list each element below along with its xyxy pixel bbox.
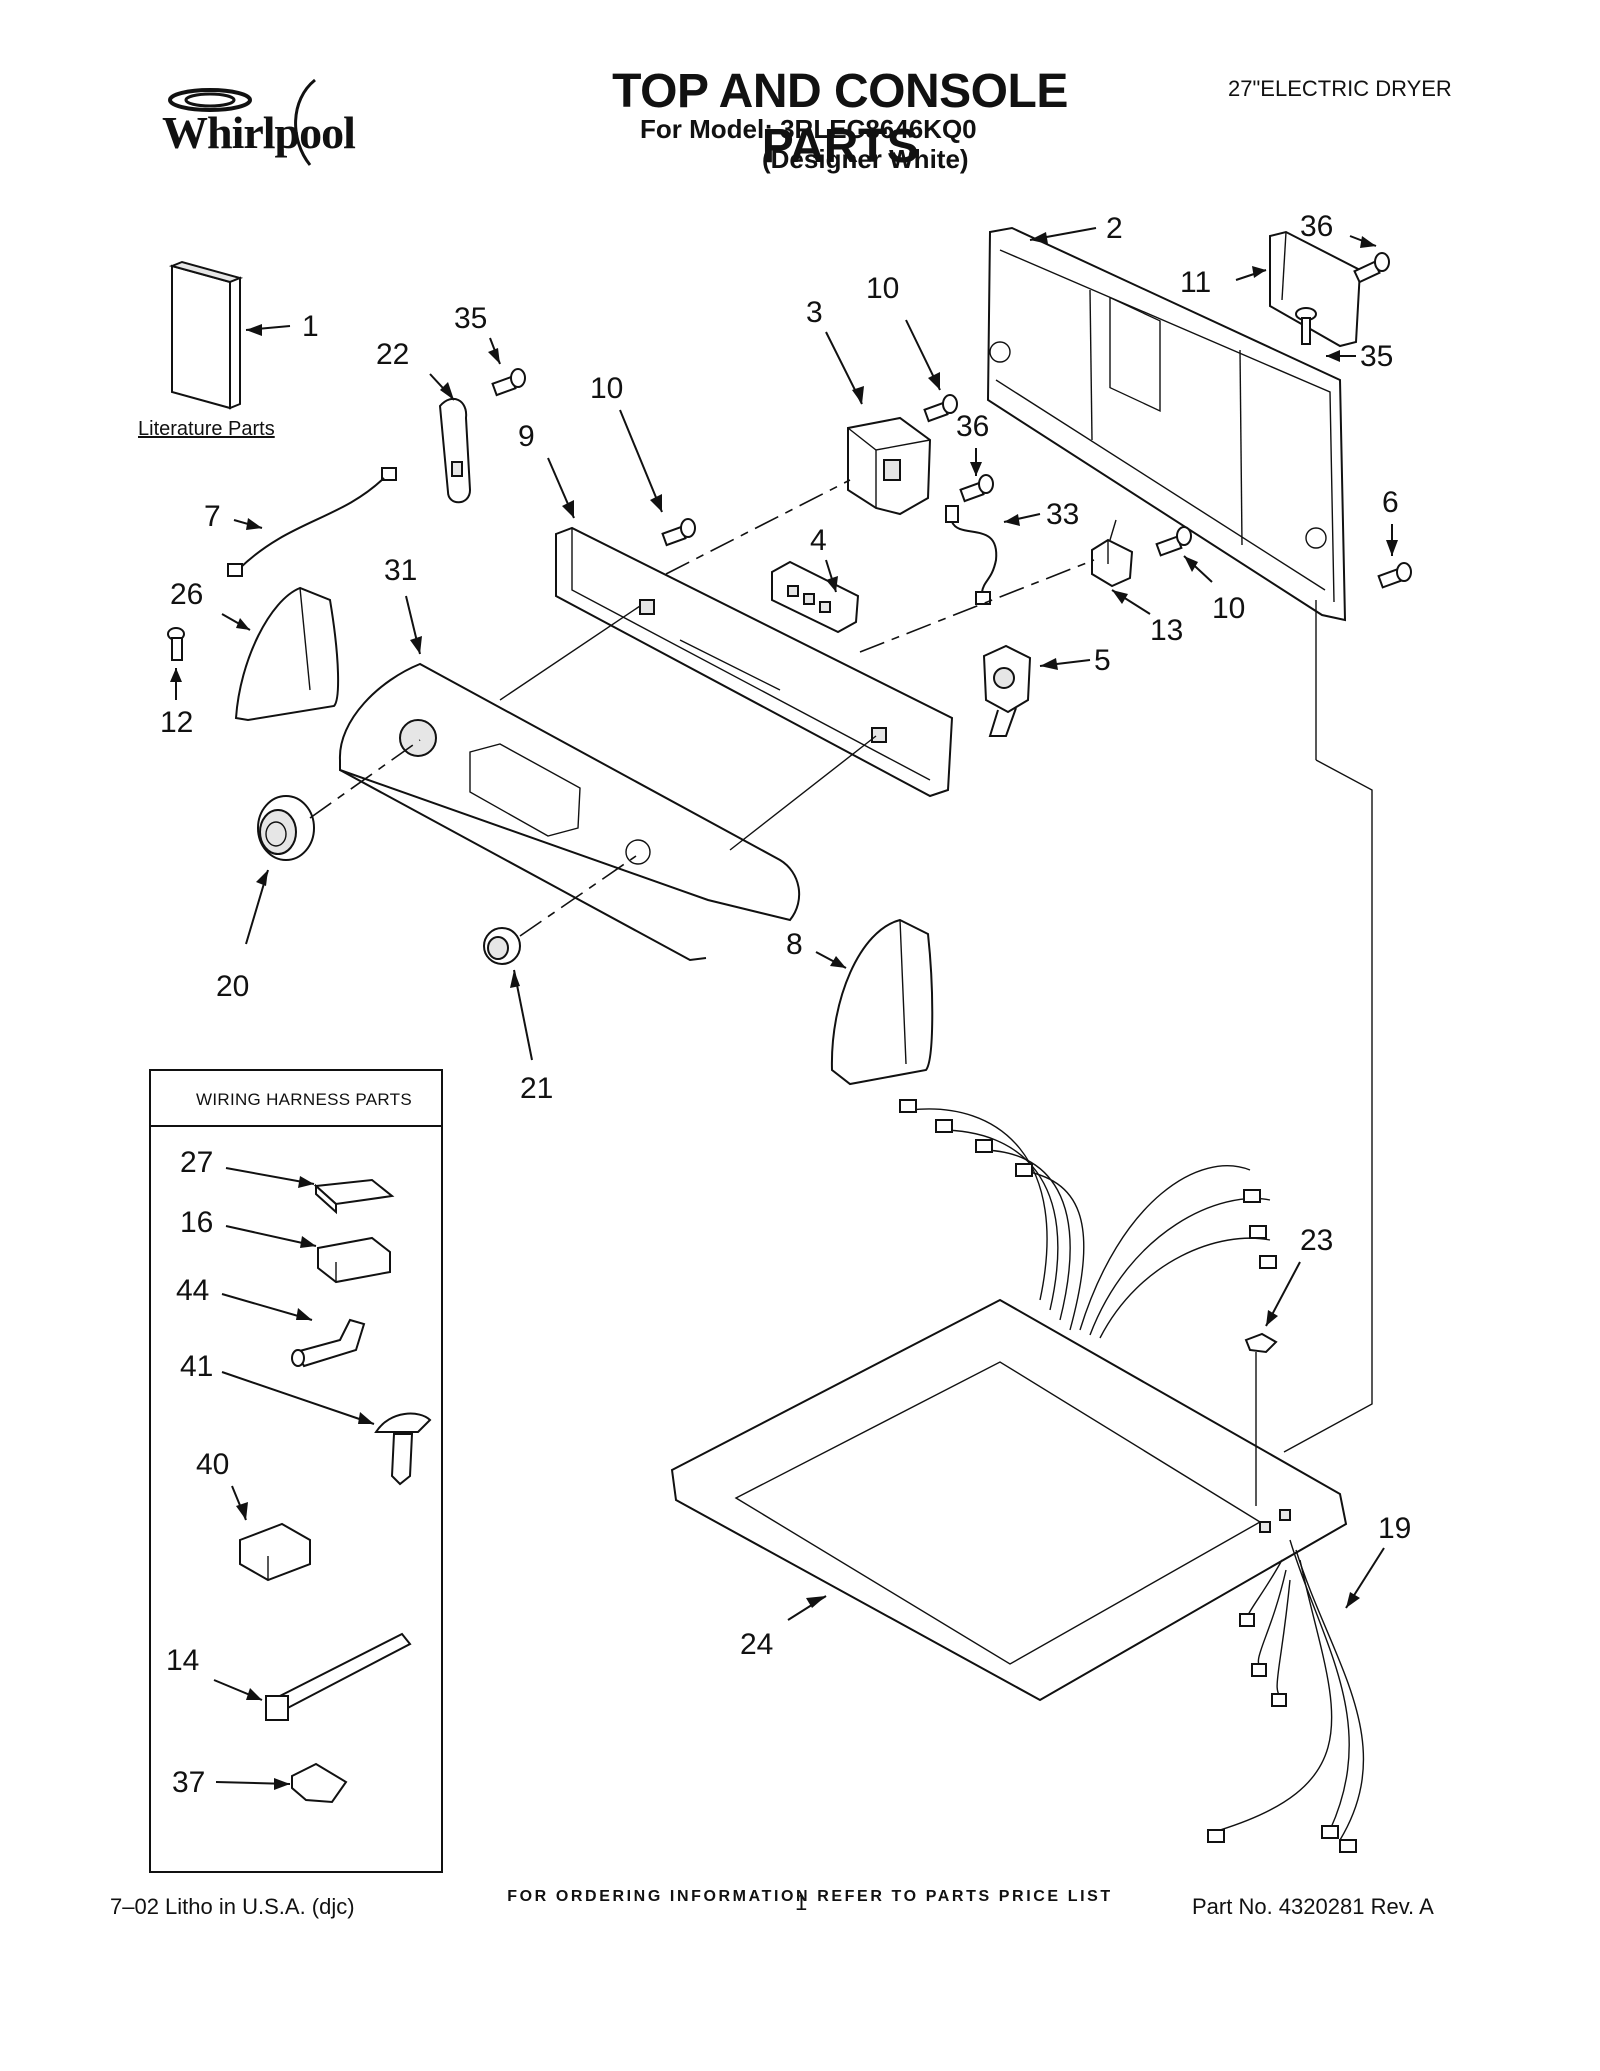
part-push-clip-41[interactable]: [374, 1412, 432, 1486]
part-harness-wires-lower[interactable]: [1207, 1539, 1365, 1853]
page-number: 1: [795, 1890, 808, 1915]
part-bracket-11[interactable]: [1269, 230, 1362, 348]
callout-19: 19: [1378, 1512, 1411, 1545]
callout-36-right: 36: [1300, 210, 1333, 243]
brand-name: Whirlpool: [162, 107, 356, 158]
callout-23: 23: [1300, 1224, 1333, 1257]
callout-4: 4: [810, 524, 827, 557]
callout-41: 41: [180, 1350, 213, 1383]
callout-24: 24: [740, 1628, 773, 1661]
part-bracket-22[interactable]: [438, 397, 472, 504]
wiring-harness-box: [149, 1069, 443, 1873]
callout-8: 8: [786, 928, 803, 961]
part-switch[interactable]: [847, 416, 932, 516]
part-screw-10-right[interactable]: [1155, 526, 1192, 557]
callout-12: 12: [160, 706, 193, 739]
part-console-panel-31[interactable]: [338, 662, 800, 962]
callout-20: 20: [216, 970, 249, 1003]
callout-9: 9: [518, 420, 535, 453]
callout-3: 3: [806, 296, 823, 329]
callout-14: 14: [166, 1644, 199, 1677]
part-connector-27[interactable]: [313, 1178, 395, 1215]
part-screw-6[interactable]: [1377, 562, 1412, 589]
part-literature-booklet[interactable]: [168, 260, 244, 410]
whirlpool-logo: Whirlpool: [140, 70, 390, 170]
assembly-lines: [309, 479, 1373, 1506]
part-end-cap-26[interactable]: [234, 586, 340, 722]
part-module-4[interactable]: [771, 560, 860, 634]
part-screw-12[interactable]: [167, 627, 185, 661]
part-terminal-44[interactable]: [291, 1318, 366, 1368]
callout-10-left: 10: [590, 372, 623, 405]
part-number: Part No. 4320281 Rev. A: [1192, 1894, 1434, 1919]
part-wire-7[interactable]: [227, 467, 397, 577]
part-screw-35-right[interactable]: [1295, 307, 1317, 345]
part-screw-10-left[interactable]: [661, 518, 696, 547]
wiring-box-title: WIRING HARNESS PARTS: [196, 1090, 413, 1109]
callout-6: 6: [1382, 486, 1399, 519]
litho-note: 7–02 Litho in U.S.A. (djc): [110, 1894, 355, 1919]
callout-37: 37: [172, 1766, 205, 1799]
callout-10-top: 10: [866, 272, 899, 305]
part-console-frame-9[interactable]: [555, 526, 954, 798]
callout-13: 13: [1150, 614, 1183, 647]
leader-41: [221, 1371, 375, 1425]
part-screw-35-left[interactable]: [491, 368, 526, 397]
callout-2: 2: [1106, 212, 1123, 245]
part-wire-33[interactable]: [945, 505, 998, 605]
part-connector-40[interactable]: [239, 1522, 311, 1582]
part-knob-21[interactable]: [483, 927, 521, 965]
part-connector-37[interactable]: [291, 1762, 348, 1804]
callout-11: 11: [1180, 266, 1211, 299]
logo-swirl-icon: [168, 78, 316, 166]
callout-35-left: 35: [454, 302, 487, 335]
part-console-back-panel[interactable]: [986, 226, 1347, 622]
literature-parts-label: Literature Parts: [138, 418, 275, 440]
part-end-cap-8[interactable]: [830, 918, 934, 1086]
part-knob-20[interactable]: [257, 795, 315, 861]
callout-22: 22: [376, 338, 409, 371]
part-knob-mount-5[interactable]: [982, 644, 1032, 737]
leader-10-left: [619, 409, 663, 513]
callout-26: 26: [170, 578, 203, 611]
callout-5: 5: [1094, 644, 1111, 677]
callout-35-right: 35: [1360, 340, 1393, 373]
part-top-panel-24[interactable]: [670, 1298, 1348, 1702]
part-connector-16[interactable]: [317, 1236, 391, 1284]
part-screw-36-left[interactable]: [959, 474, 994, 503]
part-clip-23[interactable]: [1244, 1332, 1278, 1354]
product-type: 27"ELECTRIC DRYER: [1228, 76, 1452, 101]
part-thermistor-13[interactable]: [1091, 519, 1134, 588]
ordering-note: FOR ORDERING INFORMATION REFER TO PARTS …: [507, 1888, 1113, 1905]
part-screw-36-right[interactable]: [1353, 252, 1390, 284]
callout-1: 1: [302, 310, 319, 343]
callout-36-left: 36: [956, 410, 989, 443]
callout-27: 27: [180, 1146, 213, 1179]
callout-33: 33: [1046, 498, 1079, 531]
callout-40: 40: [196, 1448, 229, 1481]
callout-7: 7: [204, 500, 221, 533]
variant-line: (Designer White): [762, 144, 969, 174]
part-screw-10-top[interactable]: [923, 394, 958, 423]
callout-16: 16: [180, 1206, 213, 1239]
callout-10-right: 10: [1212, 592, 1245, 625]
callout-21: 21: [520, 1072, 553, 1105]
part-cable-tie-14[interactable]: [265, 1632, 412, 1721]
callout-44: 44: [176, 1274, 209, 1307]
model-line: For Model: 3RLEC8646KQ0: [640, 114, 977, 144]
callout-31: 31: [384, 554, 417, 587]
part-harness-wires-upper[interactable]: [899, 1099, 1277, 1339]
